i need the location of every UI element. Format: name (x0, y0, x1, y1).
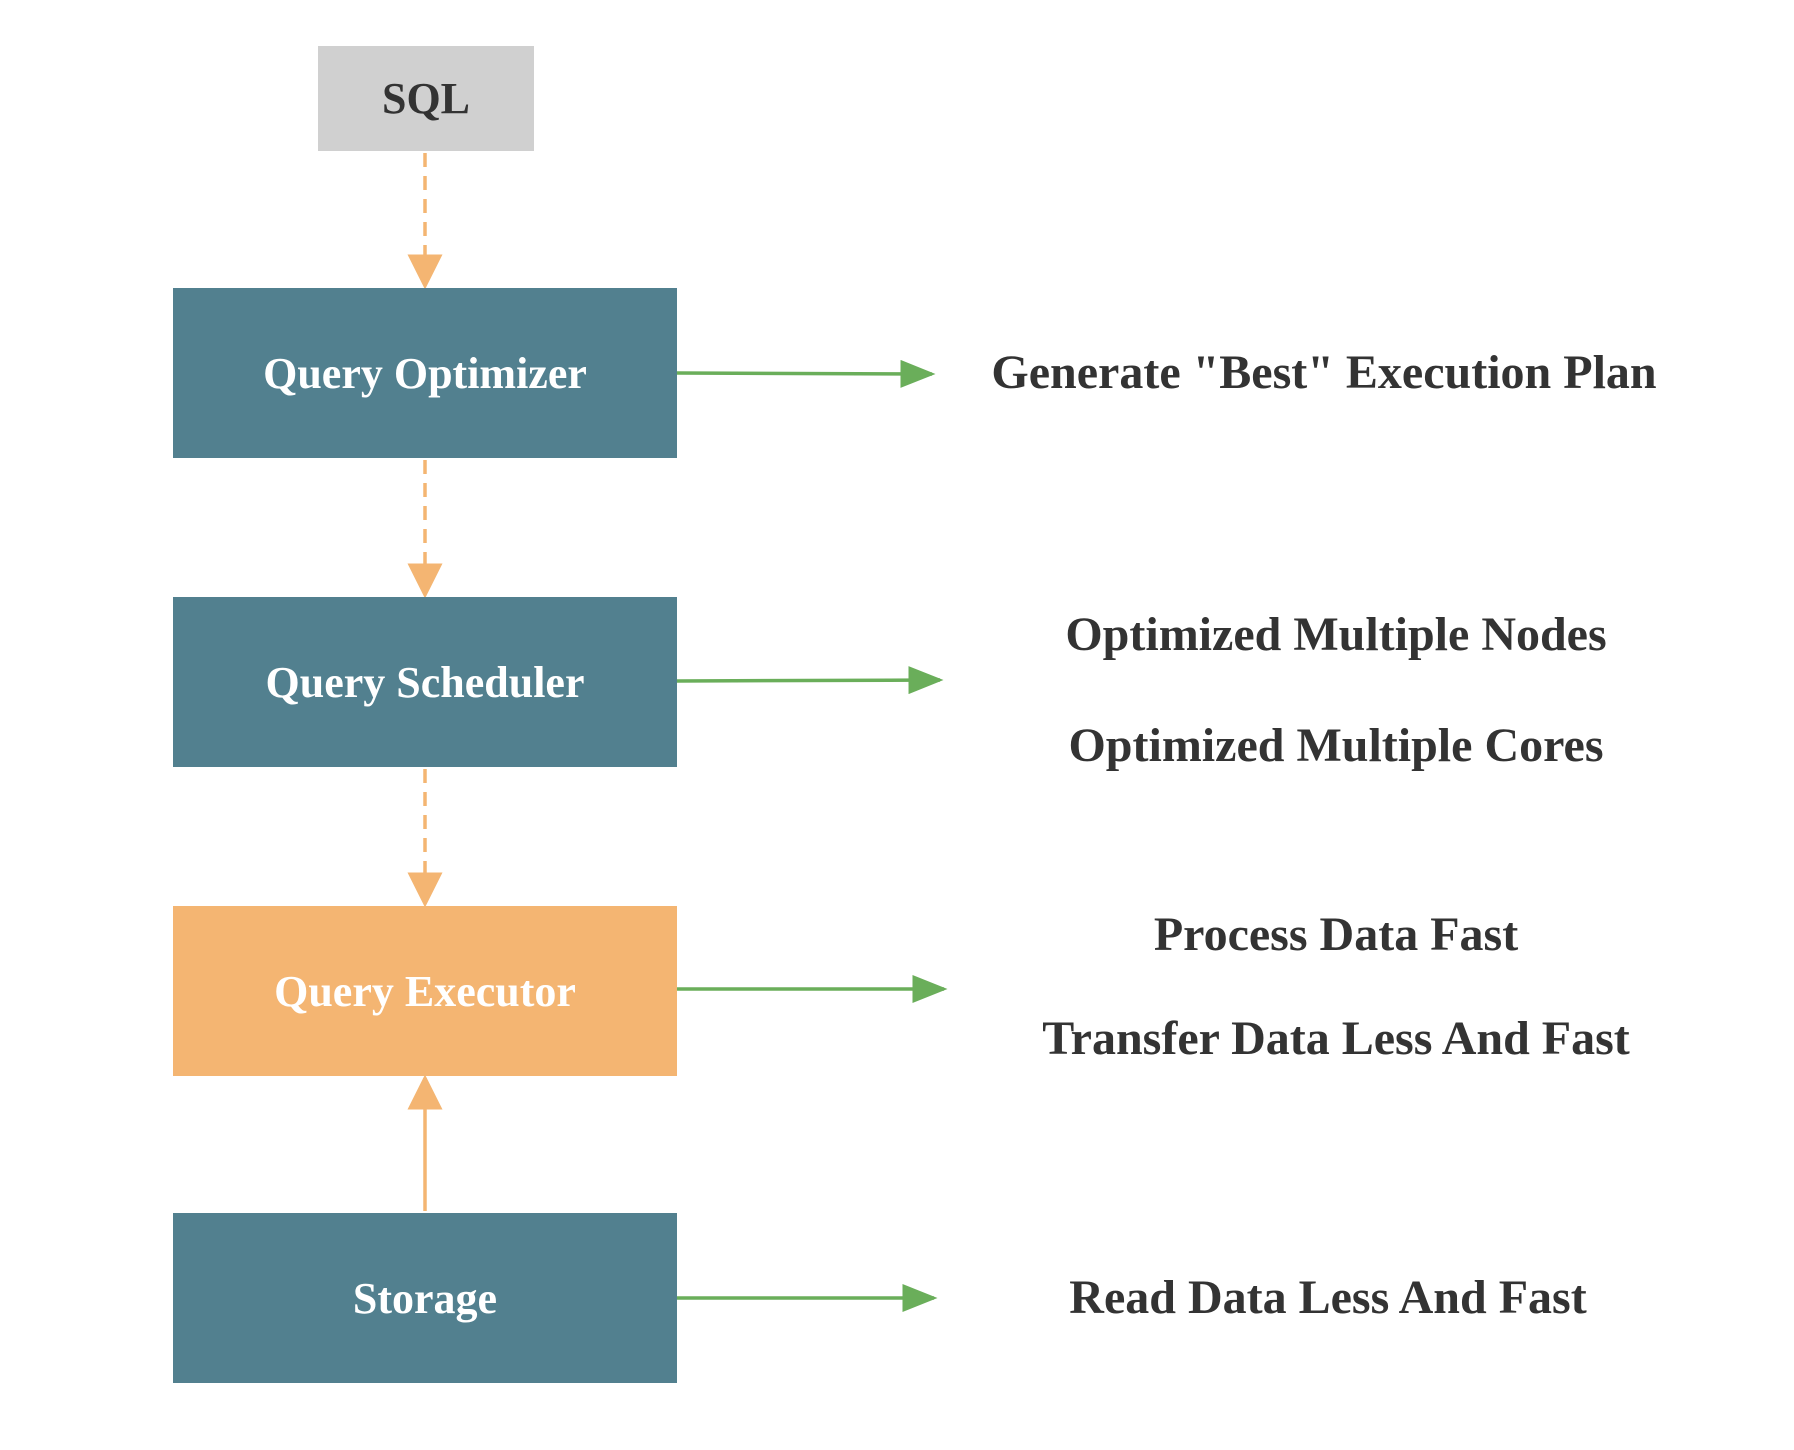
node-storage: Storage (173, 1213, 677, 1383)
node-query-executor: Query Executor (173, 906, 677, 1076)
scheduler-description-line-1: Optimized Multiple Nodes (1065, 608, 1607, 661)
node-sql-label: SQL (381, 74, 471, 123)
executor-description-line-2: Transfer Data Less And Fast (1042, 1012, 1630, 1065)
executor-description-line-1: Process Data Fast (1153, 908, 1519, 961)
arrow-optimizer-desc (676, 359, 936, 388)
node-query-scheduler-label: Query Scheduler (265, 657, 585, 707)
optimizer-description: Generate "Best" Execution Plan (991, 346, 1657, 399)
node-sql: SQL (318, 46, 534, 151)
node-query-optimizer-label: Query Optimizer (263, 348, 587, 398)
node-storage-label: Storage (352, 1273, 498, 1323)
node-query-scheduler: Query Scheduler (173, 597, 677, 767)
arrow-scheduler-desc (676, 666, 944, 695)
node-query-optimizer: Query Optimizer (173, 288, 677, 458)
storage-description: Read Data Less And Fast (1069, 1271, 1587, 1324)
node-query-executor-label: Query Executor (274, 966, 576, 1016)
scheduler-description-line-2: Optimized Multiple Cores (1068, 719, 1604, 772)
